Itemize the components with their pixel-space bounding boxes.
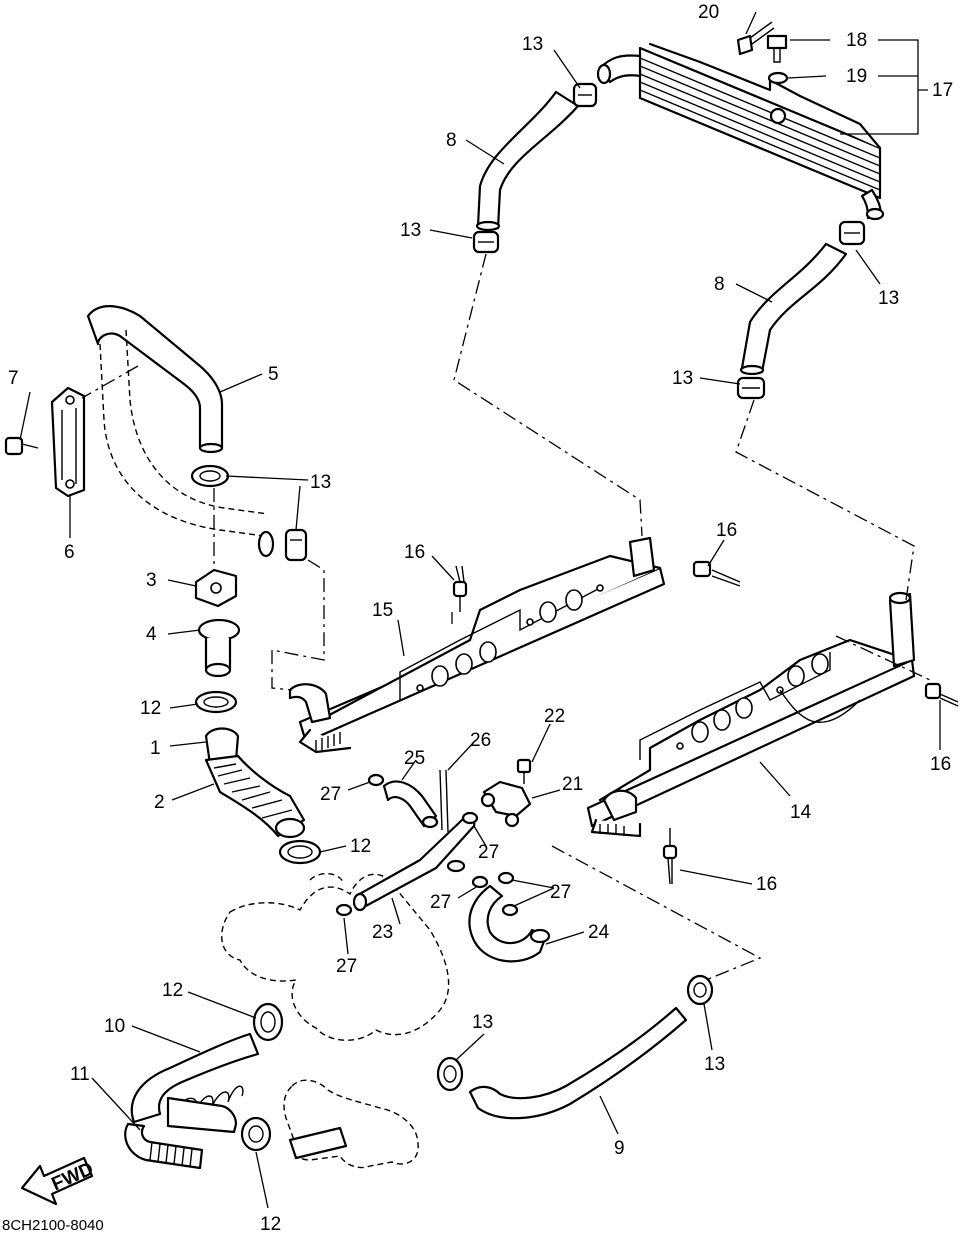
callout-24: 24: [588, 922, 610, 943]
clamp-13-b: [472, 230, 500, 254]
callout-12-a: 12: [140, 698, 161, 719]
bolt-18: [766, 34, 788, 63]
hose-24: [468, 884, 548, 963]
hose-10: [130, 1032, 260, 1124]
clip-27-b: [461, 811, 479, 825]
callout-16-a: 16: [404, 542, 425, 563]
bolt-7: [4, 436, 39, 456]
clamp-13-d: [736, 376, 766, 400]
fitting-21: [480, 780, 532, 828]
callout-9: 9: [614, 1138, 625, 1159]
rivet-16-b: [692, 560, 741, 587]
bolt-22: [516, 758, 532, 784]
callout-13-a: 13: [522, 34, 543, 55]
callout-27-d: 27: [430, 892, 451, 913]
callout-16-d: 16: [756, 874, 777, 895]
hose-8-right: [740, 242, 848, 374]
clamp-13-g: [436, 1056, 464, 1092]
clip-27-a: [367, 773, 385, 787]
spring-hose-11: [124, 1122, 204, 1170]
clip-27-d: [497, 871, 515, 885]
callout-16-c: 16: [930, 754, 951, 775]
callout-13-d: 13: [672, 368, 693, 389]
clamp-13-e: [190, 464, 230, 488]
callout-17: 17: [932, 80, 953, 101]
callout-21: 21: [562, 774, 583, 795]
callout-13-e: 13: [310, 472, 331, 493]
callout-19: 19: [846, 66, 867, 87]
flow-lines: [81, 253, 931, 981]
callout-1: 1: [150, 738, 161, 759]
cap-3: [194, 568, 238, 608]
clip-27-e: [501, 903, 519, 917]
callout-numbers: 20 13 18 19 17 8 13 8 13 13 7 5 13 6 16 …: [8, 2, 953, 1234]
callout-6: 6: [64, 542, 75, 563]
clamp-13-f: [284, 528, 308, 562]
callout-13-f: 13: [472, 1012, 493, 1033]
callout-12-b: 12: [350, 836, 371, 857]
callout-8-a: 8: [446, 130, 457, 151]
engine-outline: [221, 873, 450, 1041]
clamp-12-c: [252, 1002, 284, 1042]
callout-13-c: 13: [878, 288, 899, 309]
clip-27-f: [335, 903, 353, 917]
pipe-5: [86, 305, 224, 450]
fwd-arrow: FWD: [20, 1156, 97, 1206]
hose-9: [468, 1006, 688, 1120]
hose-8-upper: [476, 90, 580, 230]
housing-4: [197, 618, 241, 678]
callout-13-g: 13: [704, 1054, 725, 1075]
clamp-12-a: [194, 690, 238, 714]
cooling-jacket-14: [586, 591, 916, 838]
callout-5: 5: [268, 364, 279, 385]
bracket-6: [50, 386, 86, 498]
heat-exchanger-assembly: [596, 42, 885, 221]
cooling-jacket-15: [288, 536, 666, 754]
clamp-12-b: [278, 839, 322, 865]
callout-2: 2: [154, 792, 165, 813]
rivet-16-c: [924, 682, 959, 707]
callout-10: 10: [104, 1016, 125, 1037]
callout-3: 3: [146, 570, 157, 591]
callout-14: 14: [790, 802, 812, 823]
callout-22: 22: [544, 706, 565, 727]
callout-4: 4: [146, 624, 157, 645]
callout-13-b: 13: [400, 220, 421, 241]
fitting-20: [736, 21, 775, 56]
clamp-13-a: [572, 82, 598, 108]
clamp-13-c: [838, 220, 866, 246]
rivet-16-a: [452, 565, 468, 612]
callout-12-d: 12: [260, 1214, 281, 1234]
callout-27-a: 27: [320, 784, 341, 805]
callout-20: 20: [698, 2, 719, 23]
callout-12-c: 12: [162, 980, 183, 1001]
callout-23: 23: [372, 922, 393, 943]
callout-7: 7: [8, 368, 19, 389]
callout-18: 18: [846, 30, 867, 51]
clamp-13-h: [686, 974, 714, 1006]
drawing-code: 8CH2100-8040: [2, 1217, 104, 1234]
callout-27-c: 27: [550, 882, 571, 903]
callout-8-b: 8: [714, 274, 725, 295]
callout-15: 15: [372, 600, 393, 621]
washer-19: [767, 71, 789, 85]
rivet-16-d: [662, 828, 678, 885]
clip-27-c: [471, 875, 489, 889]
leader-lines: [19, 11, 941, 1209]
callout-16-b: 16: [716, 520, 737, 541]
callout-27-e: 27: [336, 956, 357, 977]
callout-27-b: 27: [478, 842, 499, 863]
callout-11: 11: [70, 1064, 90, 1085]
callout-26: 26: [470, 730, 491, 751]
pipe-5-ghost: [99, 329, 269, 537]
tie-26: [439, 769, 449, 833]
clamp-12-d: [240, 1116, 272, 1152]
callout-25: 25: [404, 748, 425, 769]
